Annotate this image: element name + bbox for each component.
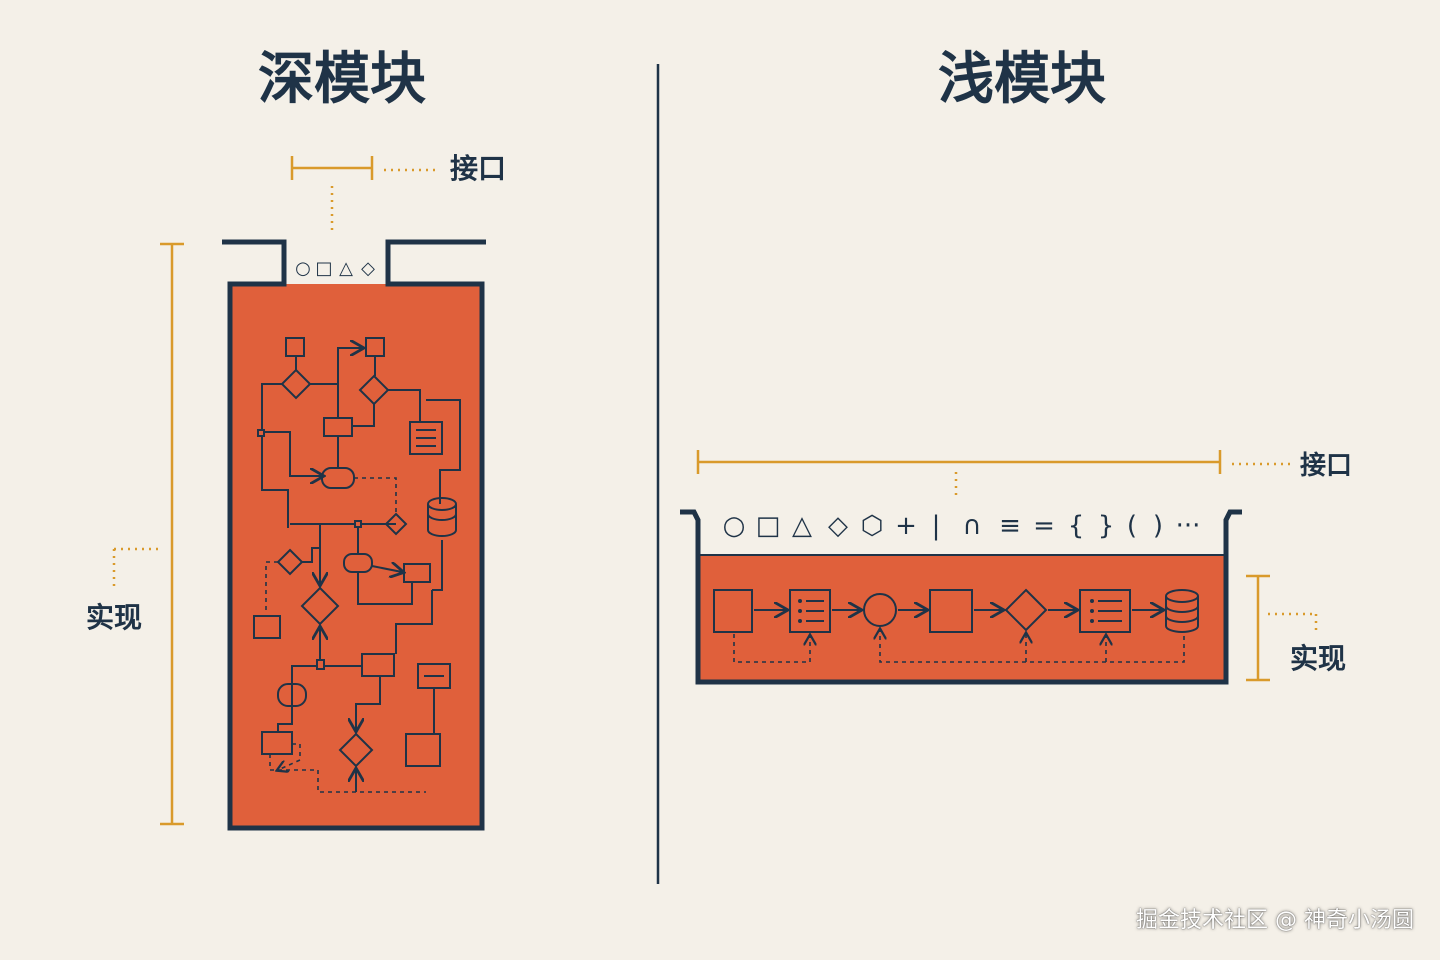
equals-symbol-icon: = xyxy=(1033,511,1055,541)
deep-module-title: 深模块 xyxy=(258,46,426,112)
flow-circle-icon xyxy=(863,593,897,627)
flow-box-icon xyxy=(405,733,441,767)
shallow-interface-bracket xyxy=(696,450,1292,498)
right-paren-symbol-icon: ) xyxy=(1153,511,1163,541)
deep-interface-bracket xyxy=(290,156,440,232)
diamond-symbol-icon: ◇ xyxy=(828,511,848,541)
triple-bar-symbol-icon: ≡ xyxy=(999,511,1021,541)
flow-terminal-icon xyxy=(321,467,355,489)
shallow-module: 浅模块 接口 实现 ○ □ △ ◇ ⬡ + xyxy=(680,46,1352,685)
flow-decision-icon xyxy=(276,548,304,576)
shallow-interface-symbols: ○ □ △ ◇ ⬡ + | ∩ ≡ = { } ( ) ··· xyxy=(723,511,1201,541)
triangle-symbol-icon: △ xyxy=(339,258,353,279)
shallow-implementation-label: 实现 xyxy=(1290,642,1346,675)
deep-module: 深模块 接口 实现 ○ □ △ ◇ xyxy=(86,46,506,831)
deep-implementation-label: 实现 xyxy=(86,601,142,634)
flow-box-icon xyxy=(261,731,293,755)
flow-box-icon xyxy=(361,653,395,677)
deep-flowchart xyxy=(253,337,461,793)
deep-implementation-bracket xyxy=(112,242,184,826)
diamond-symbol-icon: ◇ xyxy=(361,258,375,279)
shallow-flowchart xyxy=(713,588,1199,663)
flow-box-icon xyxy=(403,563,431,583)
left-brace-symbol-icon: { xyxy=(1068,511,1085,541)
hexagon-symbol-icon: ⬡ xyxy=(861,511,884,541)
flow-decision-icon xyxy=(1004,588,1048,632)
flow-box-icon xyxy=(365,337,385,357)
shallow-container-outline xyxy=(680,509,1242,685)
deep-interface-symbols: ○ □ △ ◇ xyxy=(295,258,375,279)
arch-symbol-icon: ∩ xyxy=(962,511,981,541)
right-brace-symbol-icon: } xyxy=(1098,511,1115,541)
flow-terminal-icon xyxy=(343,553,373,573)
shallow-interface-label: 接口 xyxy=(1300,451,1352,481)
flow-decision-icon xyxy=(280,368,312,400)
deep-container-outline xyxy=(222,239,486,831)
plus-symbol-icon: + xyxy=(895,511,917,541)
ellipsis-symbol-icon: ··· xyxy=(1176,511,1201,541)
flow-box-icon xyxy=(253,615,281,639)
shallow-implementation-bracket xyxy=(1246,574,1318,682)
watermark: 掘金技术社区 @ 神奇小汤圆 xyxy=(1136,908,1414,933)
flow-box-icon xyxy=(929,589,973,633)
bar-symbol-icon: | xyxy=(932,511,941,541)
circle-symbol-icon: ○ xyxy=(723,511,746,541)
shallow-module-title: 浅模块 xyxy=(938,46,1106,112)
database-icon xyxy=(427,497,457,537)
deep-interface-label: 接口 xyxy=(450,152,506,185)
flow-box-icon xyxy=(285,337,305,357)
flow-box-icon xyxy=(713,589,753,633)
circle-symbol-icon: ○ xyxy=(295,258,311,279)
database-icon xyxy=(1165,589,1199,633)
square-symbol-icon: □ xyxy=(756,511,781,541)
flow-box-icon xyxy=(323,417,353,437)
square-symbol-icon: □ xyxy=(315,258,332,279)
left-paren-symbol-icon: ( xyxy=(1127,511,1137,541)
triangle-symbol-icon: △ xyxy=(792,511,812,541)
